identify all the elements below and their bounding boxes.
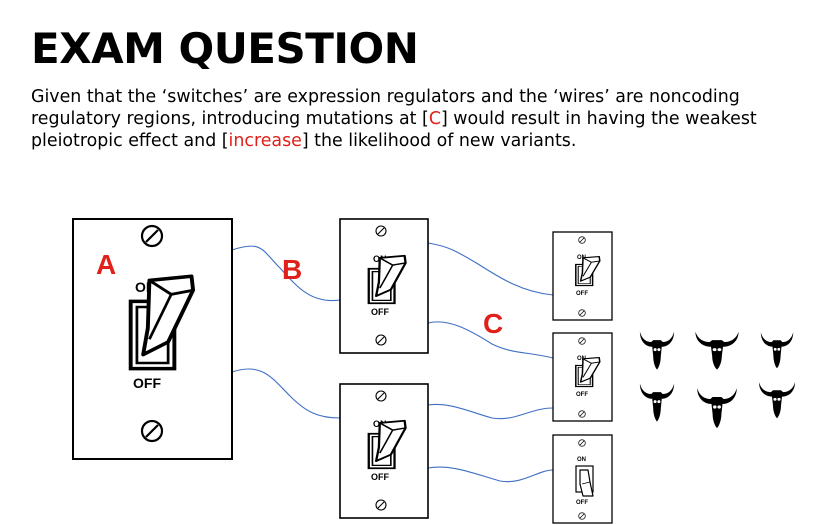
switch-b2: ON OFF bbox=[339, 383, 429, 519]
switch-c2-off-label: OFF bbox=[576, 392, 588, 398]
switch-b1-off-label: OFF bbox=[371, 307, 389, 317]
wire-b1-bottom bbox=[427, 321, 554, 359]
skull-variants bbox=[639, 331, 795, 428]
label-b: B bbox=[282, 254, 302, 285]
wires bbox=[231, 242, 554, 483]
wire-b1-top bbox=[427, 242, 554, 296]
question-text: Given that the ‘switches’ are expression… bbox=[31, 86, 821, 152]
bull-skull-icon bbox=[760, 332, 794, 369]
bull-skull-icon bbox=[695, 331, 739, 370]
switch-b1: ON OFF bbox=[339, 218, 429, 354]
wire-a-top bbox=[231, 245, 341, 302]
switch-c1-on-label: ON bbox=[577, 255, 586, 261]
switch-c1-off-label: OFF bbox=[576, 291, 588, 297]
switch-c3-off-label: OFF bbox=[576, 500, 588, 506]
answer-blank-2: increase bbox=[228, 131, 302, 151]
switch-c3: ON OFF bbox=[552, 434, 613, 524]
page-title: EXAM QUESTION bbox=[31, 24, 419, 73]
switch-b2-off-label: OFF bbox=[371, 472, 389, 482]
question-part-2: ] would result in having the weakest ple… bbox=[31, 109, 757, 151]
wire-b2-top bbox=[427, 403, 554, 420]
bull-skull-icon bbox=[639, 383, 675, 422]
label-c: C bbox=[483, 308, 503, 339]
bull-skull-icon bbox=[759, 382, 795, 419]
switch-a: ON OFF bbox=[72, 218, 233, 460]
answer-blank-1: C bbox=[428, 109, 441, 129]
switch-c2-on-label: ON bbox=[577, 356, 586, 362]
switch-a-off-label: OFF bbox=[133, 375, 161, 391]
wire-b2-bottom bbox=[427, 466, 554, 483]
question-part-1: Given that the ‘switches’ are expression… bbox=[31, 87, 740, 129]
wire-a-bottom bbox=[231, 368, 341, 419]
bull-skull-icon bbox=[639, 331, 675, 370]
bull-skull-icon bbox=[697, 388, 737, 428]
question-part-3: ] the likelihood of new variants. bbox=[301, 131, 577, 151]
switch-c3-on-label: ON bbox=[577, 457, 586, 463]
switch-c2: ON OFF bbox=[552, 332, 613, 422]
switch-c1: ON OFF bbox=[552, 231, 613, 321]
label-a: A bbox=[96, 249, 116, 280]
toggle-off-icon bbox=[575, 465, 594, 497]
